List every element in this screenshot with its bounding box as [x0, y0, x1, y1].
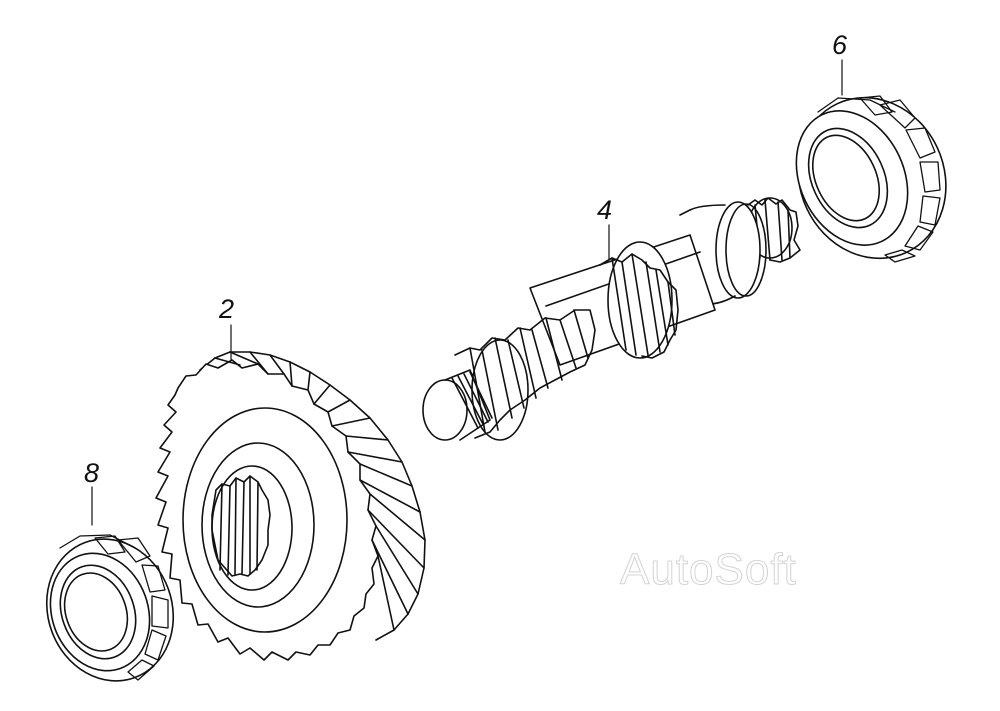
- callout-label-6: 6: [832, 30, 848, 60]
- gear-2: [155, 324, 426, 661]
- callout-label-2: 2: [219, 294, 235, 324]
- bearing-6: [795, 59, 947, 263]
- callout-label-8: 8: [84, 458, 100, 488]
- bearing-8: [45, 486, 175, 682]
- callout-label-4: 4: [597, 195, 613, 225]
- watermark-text: AutoSoft: [620, 545, 797, 595]
- shaft-4: [422, 197, 801, 441]
